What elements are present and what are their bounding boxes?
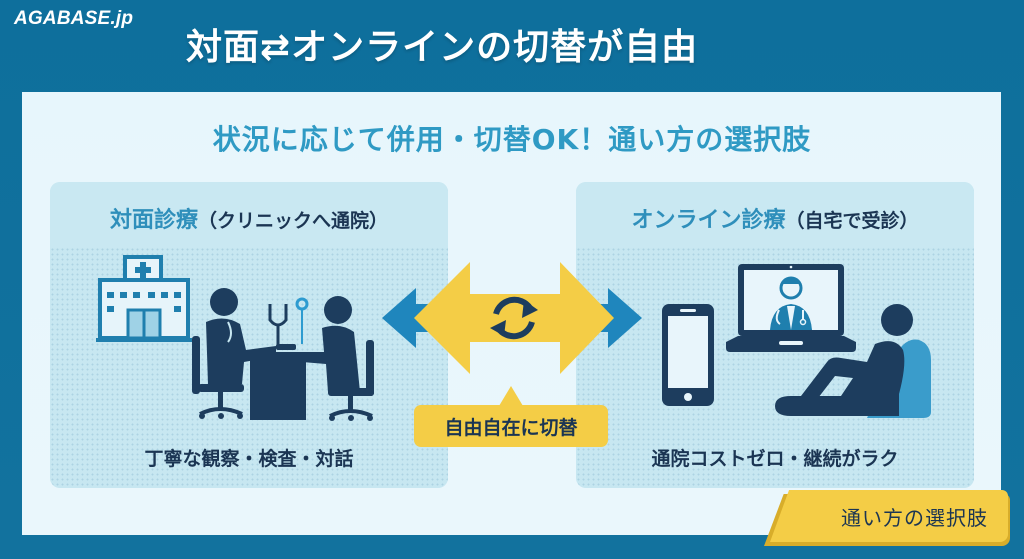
relaxing-patient-icon [775,304,931,418]
badge-pointer [499,386,523,406]
card-caption: 丁寧な観察・検査・対話 [144,448,354,470]
stethoscope-icon [268,304,288,327]
card-header [576,182,974,248]
double-arrow-icon [414,262,614,374]
card-title: 対面診療（クリニックへ通院） [50,202,448,234]
switch-badge: 自由自在に切替 [414,405,608,447]
doctor-head [210,288,238,316]
page-title: 対面⇄オンラインの切替が自由 [186,27,699,68]
in-person-card: 対面診療（クリニックへ通院） [50,182,448,488]
card-title: オンライン診療（自宅で受診） [576,202,974,234]
switch-arrows [382,262,642,374]
panel-subtitle: 状況に応じて併用・切替OK！通い方の選択肢 [212,123,812,156]
card-title-sub: （クリニックへ通院） [198,210,389,232]
online-card: オンライン診療（自宅で受診） 通院コストゼロ・継続がラク [576,182,974,488]
smartphone-icon [662,304,714,406]
card-title-main: オンライン診療 [631,208,786,233]
video-doctor-icon [770,276,812,330]
footer-tag: 通い方の選択肢 [770,490,1008,542]
brand-logo: AGABASE.jp [14,8,134,29]
card-title-sub: （自宅で受診） [785,210,919,232]
hospital-icon [96,255,192,342]
card-caption: 通院コストゼロ・継続がラク [651,448,899,470]
card-title-main: 対面診療 [109,208,198,233]
laptop-icon [726,264,856,352]
consultation-icon [192,288,374,421]
card-header [50,182,448,248]
